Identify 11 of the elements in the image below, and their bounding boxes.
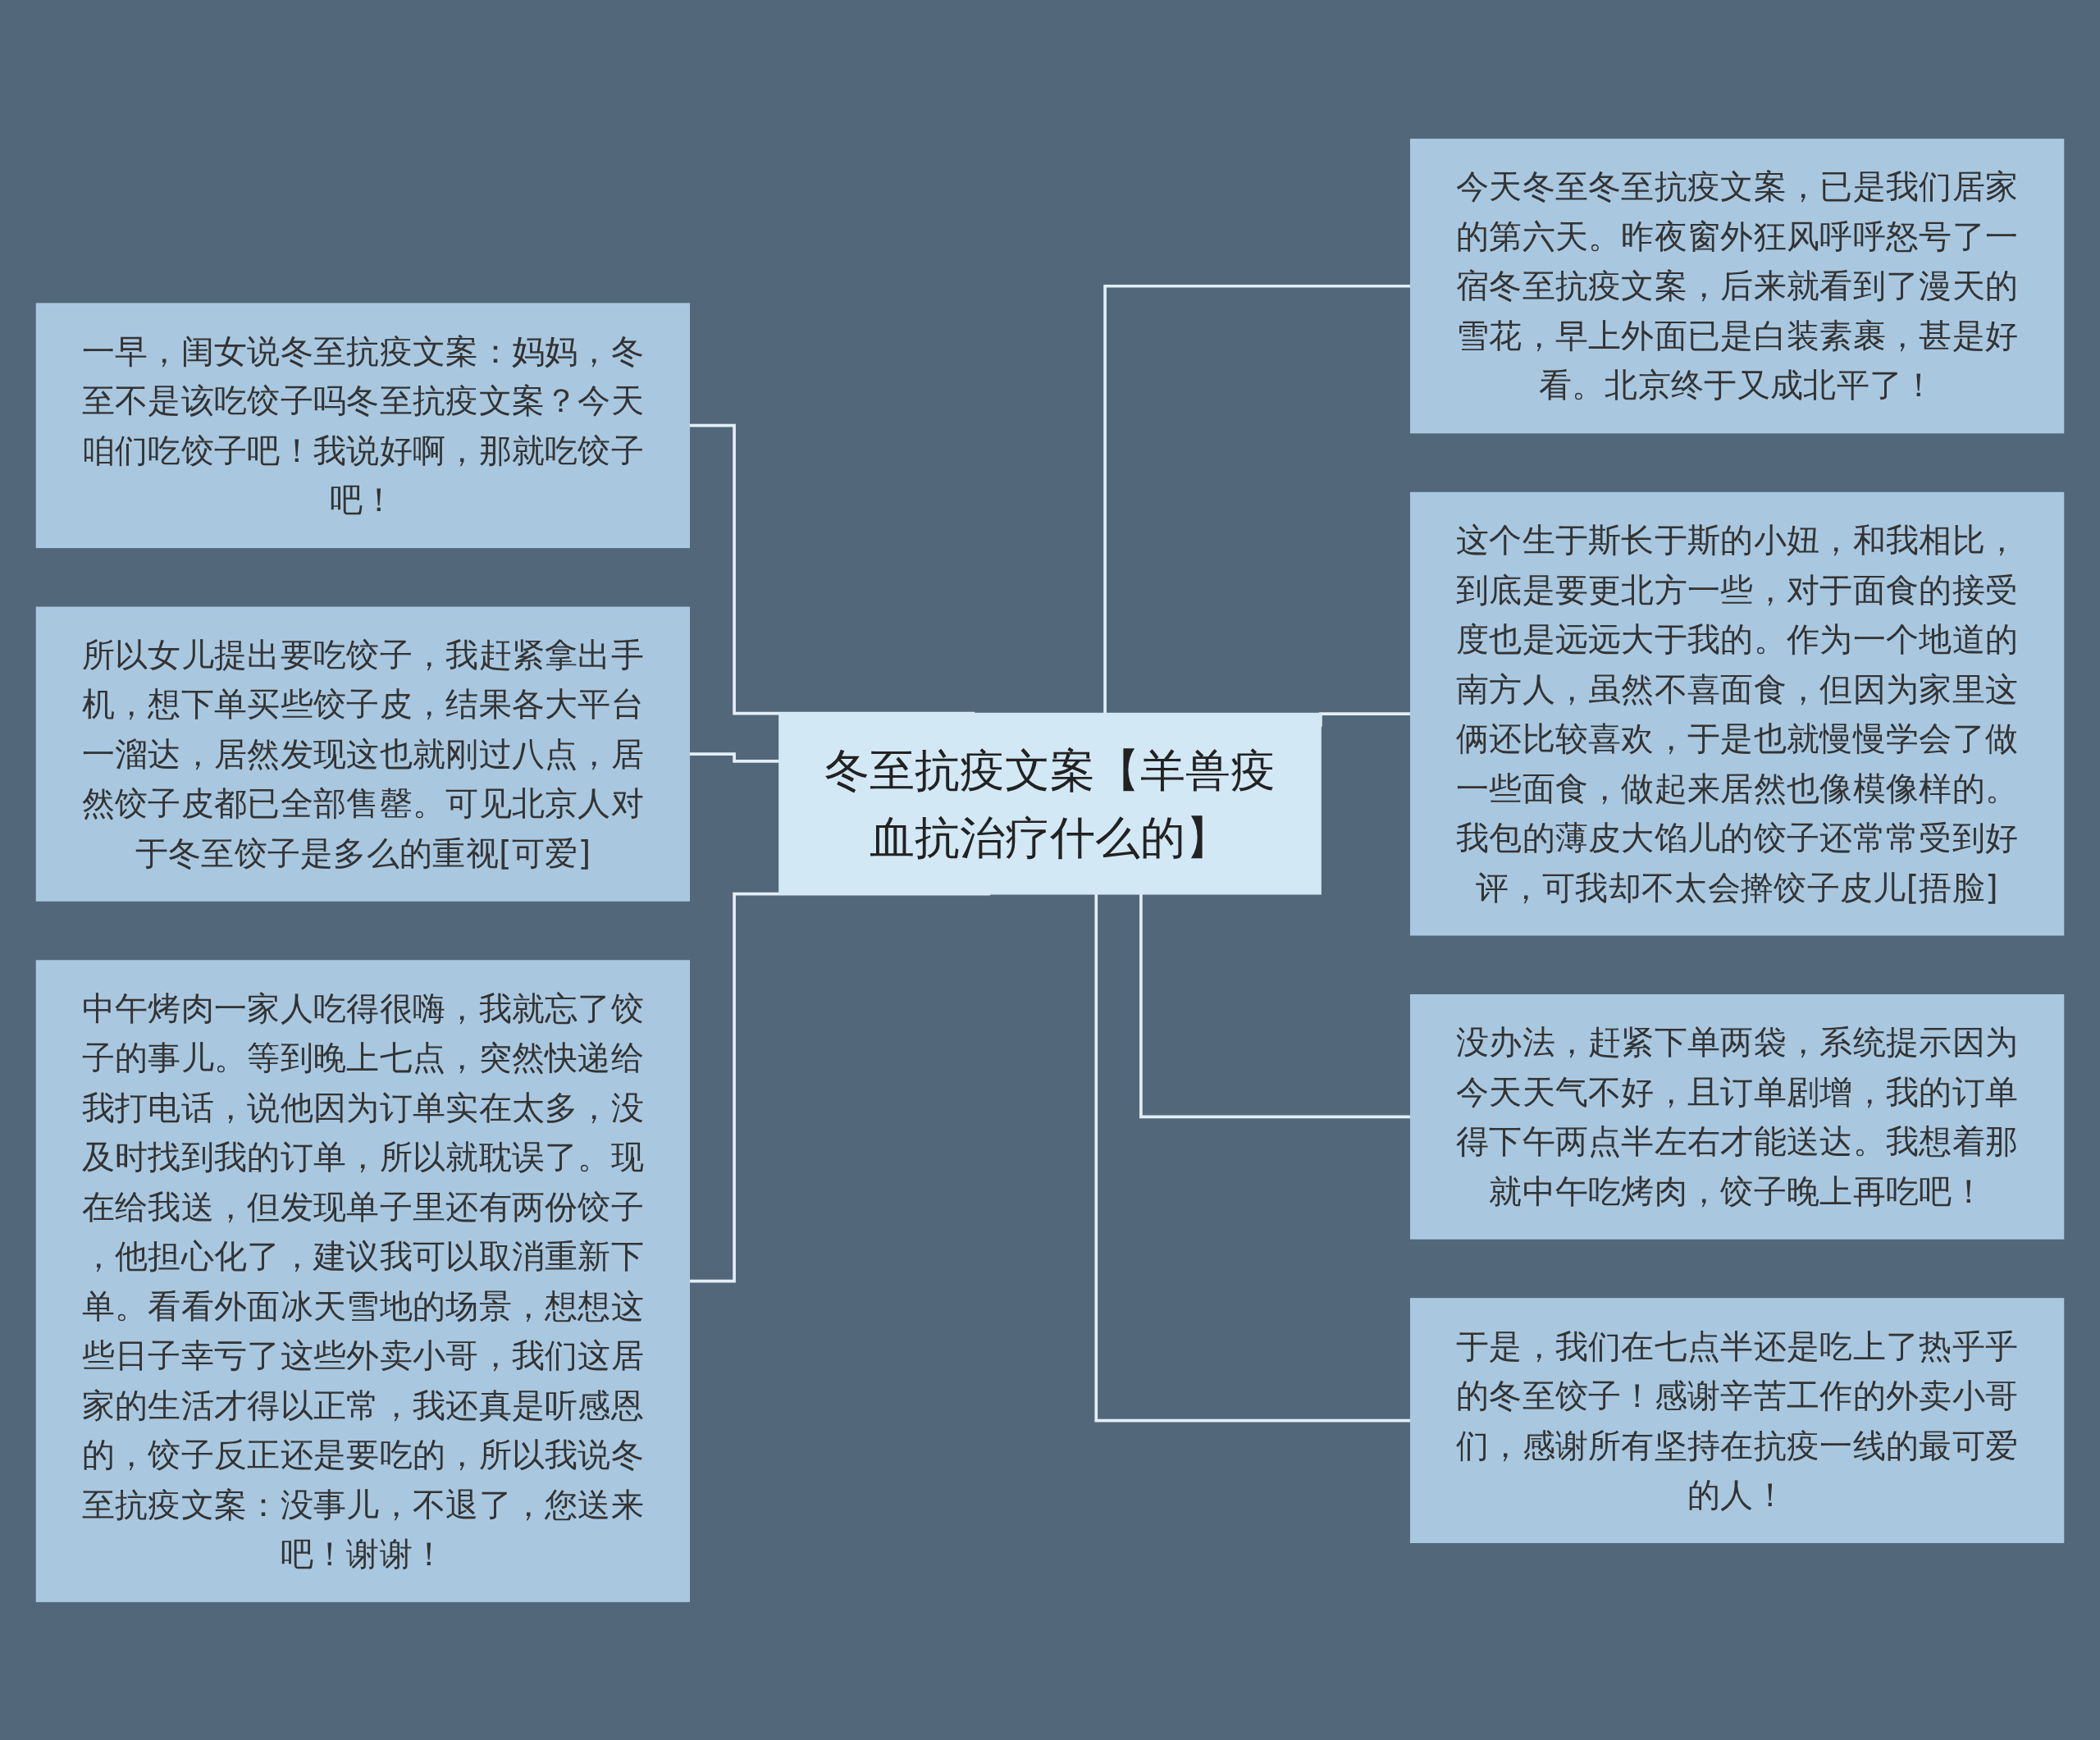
connector <box>1139 893 1411 1118</box>
connector <box>1103 284 1411 714</box>
node-box: 没办法，赶紧下单两袋，系统提示因为今天天气不好，且订单剧增，我的订单得下午两点半左右才能送达。我想着那就中午吃烤肉，饺子晚上再吃吧！ <box>1409 993 2065 1240</box>
connector <box>1094 893 1411 1422</box>
node-box: 这个生于斯长于斯的小妞，和我相比，到底是要更北方一些，对于面食的接受度也是远远大于我的。作为一个地道的南方人，虽然不喜面食，但因为家里这俩还比较喜欢，于是也就慢慢学会了做一些面食，做起来居然也像模像样的。我包的薄皮大馅儿的饺子还常常受到好评，可我却不太会擀饺子皮儿[捂脸] <box>1409 491 2065 935</box>
node-box: 于是，我们在七点半还是吃上了热乎乎的冬至饺子！感谢辛苦工作的外卖小哥们，感谢所有坚持在抗疫一线的最可爱的人！ <box>1409 1297 2065 1543</box>
node-box: 冬至抗疫文案【羊兽疫血抗治疗什么的】 <box>778 712 1322 895</box>
node-box: 一早，闺女说冬至抗疫文案：妈妈，冬至不是该吃饺子吗冬至抗疫文案？今天咱们吃饺子吧！我说好啊，那就吃饺子吧！ <box>35 302 691 548</box>
node-box: 中午烤肉一家人吃得很嗨，我就忘了饺子的事儿。等到晚上七点，突然快递给我打电话，说他因为订单实在太多，没及时找到我的订单，所以就耽误了。现在给我送，但发现单子里还有两份饺子，他担心化了，建议我可以取消重新下单。看看外面冰天雪地的场景，想想这些日子幸亏了这些外卖小哥，我们这居家的生活才得以正常，我还真是听感恩的，饺子反正还是要吃的，所以我说冬至抗疫文案：没事儿，不退了，您送来吧！谢谢！ <box>35 959 691 1602</box>
node-box: 所以女儿提出要吃饺子，我赶紧拿出手机，想下单买些饺子皮，结果各大平台一溜达，居然发现这也就刚过八点，居然饺子皮都已全部售罄。可见北京人对于冬至饺子是多么的重视[可爱] <box>35 606 691 902</box>
node-box: 今天冬至冬至抗疫文案，已是我们居家的第六天。昨夜窗外狂风呼呼怒号了一宿冬至抗疫文案，后来就看到了漫天的雪花，早上外面已是白装素裹，甚是好看。北京终于又成北平了！ <box>1409 138 2065 433</box>
